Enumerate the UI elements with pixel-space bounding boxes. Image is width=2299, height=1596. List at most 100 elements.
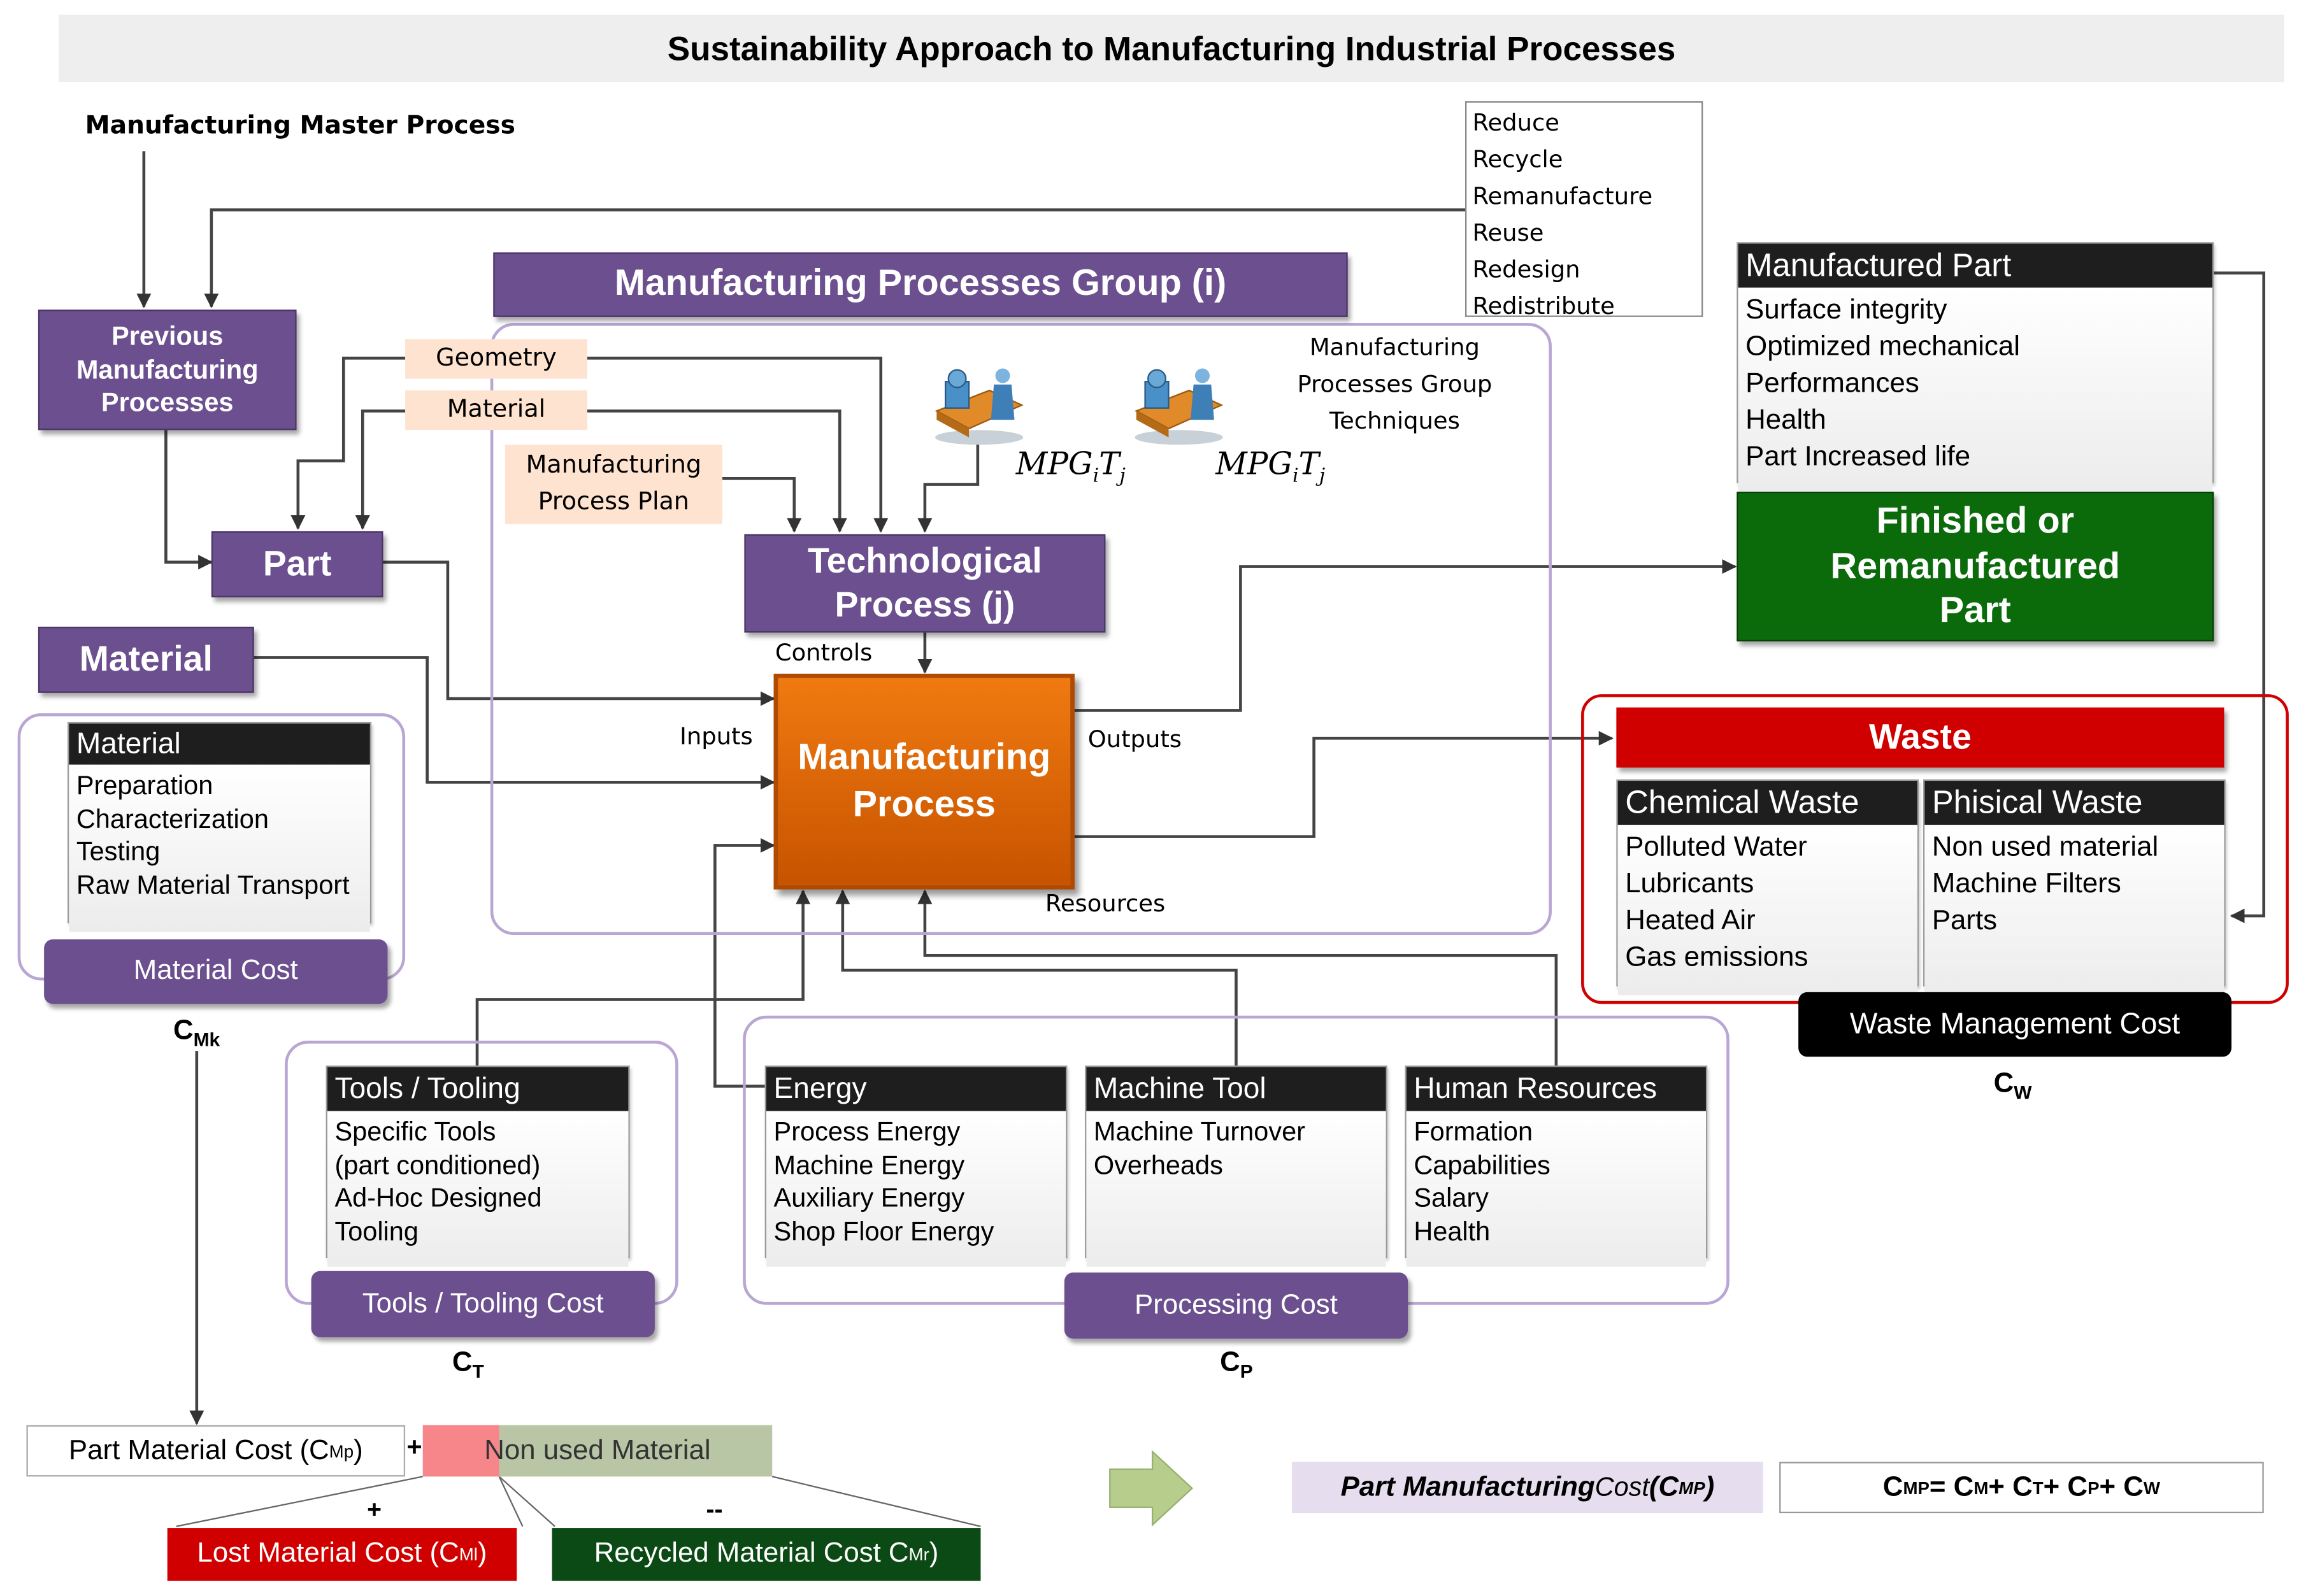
material-box: Material — [38, 627, 254, 693]
physical-waste-item: Machine Filters — [1931, 869, 2121, 900]
process-plan-line: Manufacturing — [526, 451, 701, 479]
outputs-label: Outputs — [1087, 725, 1182, 753]
manufactured-part-item: Part Increased life — [1745, 441, 1971, 473]
energy-card-item: Machine Energy — [773, 1150, 965, 1179]
minus-sign-recycled: -- — [706, 1495, 723, 1524]
sustainability-item: Remanufacture — [1472, 182, 1653, 210]
mpg-symbol-b: MPGiTj — [1215, 446, 1326, 488]
physical-waste-title: Phisical Waste — [1924, 781, 2224, 825]
machine-card-item: Overheads — [1093, 1150, 1223, 1179]
human-card: Human Resources Formation Capabilities S… — [1405, 1065, 1708, 1267]
tools-card-item: (part conditioned) — [334, 1150, 541, 1179]
finished-part-line: Finished or — [1876, 501, 2075, 542]
mpg-techniques-label: Manufacturing Processes Group Techniques — [1266, 329, 1524, 439]
human-card-item: Salary — [1414, 1183, 1489, 1213]
machine-card-body: Machine Turnover Overheads — [1086, 1111, 1386, 1267]
waste-management-cost: Waste Management Cost — [1798, 992, 2231, 1057]
sustainability-item: Reuse — [1472, 218, 1544, 247]
previous-processes-line: Manufacturing — [76, 355, 259, 385]
chemical-waste-item: Heated Air — [1625, 905, 1756, 937]
waste-title: Waste — [1616, 707, 2224, 768]
finished-part-box: Finished or Remanufactured Part — [1737, 492, 2214, 642]
result-arrow — [1109, 1450, 1194, 1527]
mpg-header: Manufacturing Processes Group (i) — [493, 252, 1348, 317]
recycled-portion-bar — [499, 1425, 773, 1477]
process-plan-line: Process Plan — [538, 487, 689, 515]
manufactured-part-item: Performances — [1745, 368, 1919, 399]
tools-card-body: Specific Tools (part conditioned) Ad-Hoc… — [327, 1111, 629, 1267]
machine-card-title: Machine Tool — [1086, 1067, 1386, 1111]
waste-cost-symbol: CW — [1993, 1068, 2032, 1104]
chemical-waste-item: Polluted Water — [1625, 832, 1807, 864]
manufacturing-process-line: Manufacturing — [798, 737, 1051, 779]
tools-card-item: Ad-Hoc Designed — [334, 1183, 542, 1213]
inputs-label: Inputs — [680, 722, 753, 750]
manufactured-part-item: Surface integrity — [1745, 295, 1947, 326]
energy-card-item: Auxiliary Energy — [773, 1183, 965, 1213]
tools-card: Tools / Tooling Specific Tools (part con… — [326, 1065, 630, 1267]
page-title: Sustainability Approach to Manufacturing… — [59, 15, 2284, 83]
material-card-body: Preparation Characterization Testing Raw… — [69, 764, 370, 932]
controls-label: Controls — [775, 638, 873, 667]
material-card-title: Material — [69, 723, 370, 765]
finished-part-line: Part — [1939, 590, 2011, 632]
energy-card-body: Process Energy Machine Energy Auxiliary … — [766, 1111, 1066, 1267]
mpg-container — [490, 323, 1552, 936]
tools-cost-symbol: CT — [452, 1347, 484, 1383]
machine-card: Machine Tool Machine Turnover Overheads — [1085, 1065, 1387, 1267]
chemical-waste-card: Chemical Waste Polluted Water Lubricants… — [1616, 779, 1919, 995]
geometry-label: Geometry — [405, 339, 587, 379]
previous-processes-line: Processes — [101, 387, 234, 418]
previous-processes-line: Previous — [111, 322, 224, 352]
machine-card-item: Machine Turnover — [1093, 1116, 1305, 1146]
material-card-item: Testing — [76, 836, 161, 866]
sustainability-item: Reduce — [1472, 108, 1559, 137]
chemical-waste-item: Gas emissions — [1625, 942, 1808, 973]
chemical-waste-title: Chemical Waste — [1617, 781, 1917, 825]
tools-card-item: Specific Tools — [334, 1116, 496, 1146]
mpg-techniques-line: Processes Group — [1297, 369, 1493, 398]
plus-sign-lost: + — [367, 1495, 382, 1524]
human-card-item: Capabilities — [1414, 1150, 1551, 1179]
worker-machine-icon — [1135, 368, 1224, 445]
tools-cost-label: Tools / Tooling Cost — [311, 1271, 655, 1337]
manufactured-part-title: Manufactured Part — [1738, 243, 2213, 288]
mpg-techniques-line: Manufacturing — [1309, 333, 1480, 361]
physical-waste-body: Non used material Machine Filters Parts — [1924, 825, 2224, 995]
process-plan-label: Manufacturing Process Plan — [505, 445, 722, 524]
human-card-body: Formation Capabilities Salary Health — [1406, 1111, 1706, 1267]
manufactured-part-item: Optimized mechanical — [1745, 331, 2020, 363]
physical-waste-item: Parts — [1931, 905, 1998, 937]
technological-process-line: Process (j) — [834, 585, 1015, 625]
mpg-symbol-a: MPGiTj — [1015, 446, 1126, 488]
sustainability-list: Reduce Recycle Remanufacture Reuse Redes… — [1465, 101, 1703, 320]
energy-card-item: Process Energy — [773, 1116, 961, 1146]
technological-process-line: Technological — [807, 541, 1042, 581]
part-box: Part — [211, 531, 383, 597]
manufactured-part-item: Health — [1745, 405, 1826, 436]
processing-cost-symbol: CP — [1220, 1347, 1253, 1383]
energy-card-item: Shop Floor Energy — [773, 1216, 994, 1246]
material-input-label: Material — [405, 390, 587, 431]
energy-card: Energy Process Energy Machine Energy Aux… — [764, 1065, 1068, 1267]
energy-card-title: Energy — [766, 1067, 1066, 1111]
material-card: Material Preparation Characterization Te… — [68, 722, 372, 932]
manufactured-part-card: Manufactured Part Surface integrity Opti… — [1737, 242, 2214, 492]
physical-waste-card: Phisical Waste Non used material Machine… — [1923, 779, 2226, 995]
chemical-waste-body: Polluted Water Lubricants Heated Air Gas… — [1617, 825, 1917, 995]
processing-cost-label: Processing Cost — [1064, 1272, 1408, 1339]
manufactured-part-body: Surface integrity Optimized mechanical P… — [1738, 287, 2213, 492]
previous-processes-box: Previous Manufacturing Processes — [38, 310, 297, 431]
material-cost-symbol: CMk — [173, 1015, 220, 1051]
master-process-label: Manufacturing Master Process — [85, 111, 515, 141]
tools-card-title: Tools / Tooling — [327, 1067, 629, 1111]
material-card-item: Characterization — [76, 803, 269, 833]
plus-sign: + — [406, 1432, 422, 1462]
mpg-techniques-line: Techniques — [1329, 406, 1460, 435]
